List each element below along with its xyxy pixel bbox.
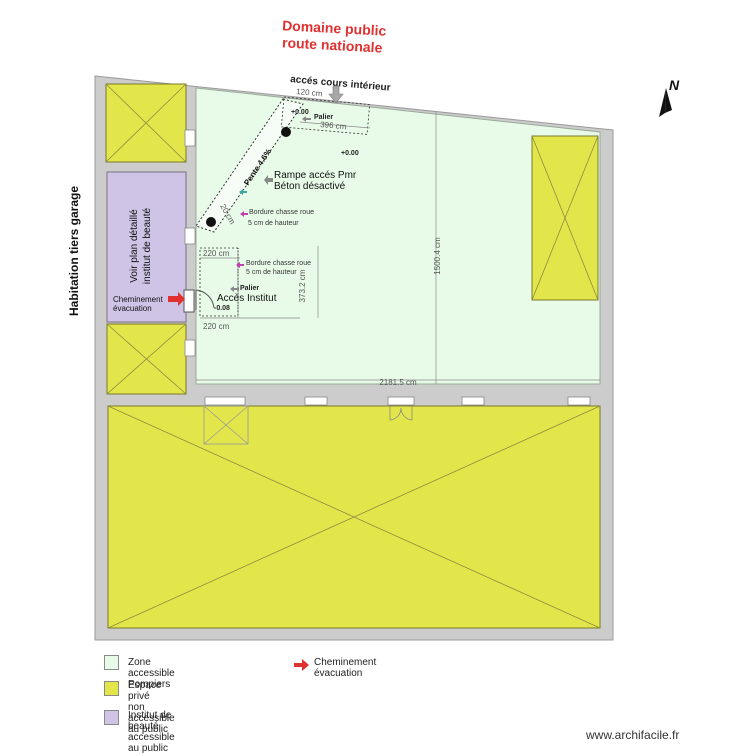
dim-2181: 2181.5 cm [379, 378, 417, 387]
zone-pompiers [195, 87, 601, 385]
legend-label: Espace privé [128, 680, 162, 702]
legend-swatch-institut [104, 710, 119, 725]
legend-label: Zone accessible Pompiers [128, 657, 175, 690]
dim-220-a: 220 cm [203, 249, 230, 258]
curb-arrow-icon-2 [236, 262, 244, 268]
garage-door [203, 405, 249, 445]
ramp-title: Rampe accés Pmr [274, 170, 357, 181]
ramp-subtitle: Béton désactivé [274, 181, 346, 192]
evacuation-arrow-icon [168, 292, 185, 306]
legend-item-evacuation: Cheminement évacuation [314, 657, 376, 679]
dim-396: 396 cm [320, 120, 347, 131]
legend-evacuation-arrow-icon [294, 659, 309, 671]
institut-label-2: institut de beauté [142, 207, 153, 284]
slope-arrow-icon [239, 189, 247, 195]
header-line-1: Domaine public [282, 17, 387, 38]
dim-373: 373.2 cm [298, 269, 307, 302]
header-line-2: route nationale [282, 34, 383, 55]
north-label: N [669, 77, 680, 93]
level-low: -0.08 [214, 305, 230, 312]
legend-label: évacuation [314, 668, 363, 679]
legend-label: non accessible au public [128, 702, 175, 735]
access-court-arrow-icon [328, 85, 344, 104]
wheelchair-icon-top [281, 127, 291, 137]
wheelchair-icon-bottom [206, 217, 216, 227]
evac-line2: évacuation [113, 304, 152, 313]
legend-label: accessible au public [128, 732, 175, 754]
curb2-line2: 5 cm de hauteur [246, 269, 297, 276]
double-door [389, 405, 413, 421]
windows-row [184, 129, 591, 406]
curb1-line1: Bordure chasse roue [249, 209, 314, 216]
legend-label: Cheminement [314, 657, 377, 668]
legend-item-pompiers: Zone accessible Pompiers [128, 657, 175, 690]
evac-line1: Cheminement [113, 295, 164, 304]
dim-220-b: 220 cm [203, 322, 230, 331]
entrance-door [183, 289, 215, 313]
curb2-line1: Bordure chasse roue [246, 260, 311, 267]
legend-item-private: Espace privé non accessible au public [128, 680, 175, 735]
legend-swatch-pompiers [104, 655, 119, 670]
palier-bottom-label: Palier [240, 285, 259, 292]
watermark[interactable]: www.archifacile.fr [586, 728, 680, 742]
legend-label: Institut de beauté [128, 710, 172, 732]
curb-arrow-icon-1 [240, 211, 248, 217]
north-arrow-icon [659, 88, 672, 117]
level-mid: +0.00 [341, 150, 359, 157]
dim-120: 120 cm [296, 87, 323, 98]
palier-top-label: Palier [314, 114, 333, 121]
side-label: Habitation tiers garage [67, 186, 81, 316]
legend-item-institut: Institut de beauté accessible au public [128, 710, 175, 754]
dim-1500: 1500.4 cm [433, 237, 442, 275]
institut-label-1: Voir plan détaillé [129, 209, 140, 283]
ramp-arrow-icon [264, 175, 273, 185]
legend-swatch-private [104, 681, 119, 696]
dimension-lines [196, 97, 600, 384]
curb1-line2: 5 cm de hauteur [248, 220, 299, 227]
palier-arrow-icon-bottom [230, 286, 239, 292]
palier-arrow-icon-top [302, 116, 311, 122]
level-top: +0.00 [291, 109, 309, 116]
access-institut-label: Accès Institut [217, 293, 277, 304]
